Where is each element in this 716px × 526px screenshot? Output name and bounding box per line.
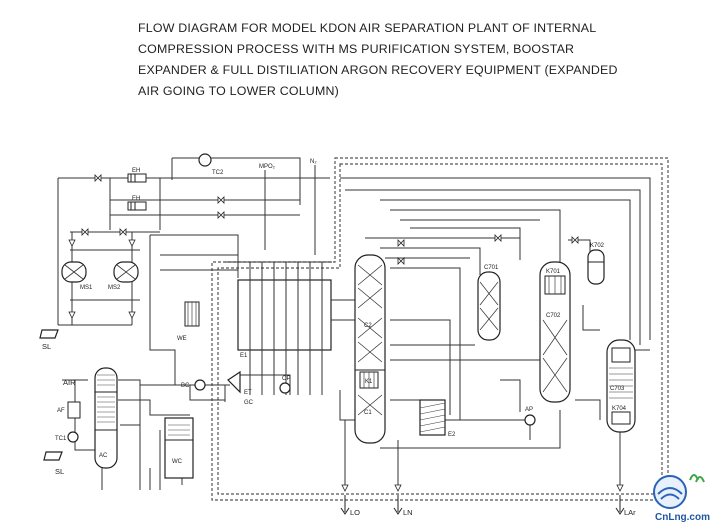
title-line-1: FLOW DIAGRAM FOR MODEL KDON AIR SEPARATI… (138, 21, 597, 35)
tc2-compressor (198, 153, 212, 167)
op-pump (279, 382, 291, 394)
bc-booster (194, 379, 206, 391)
label-sl-bottom: SL (55, 467, 64, 476)
sl-bottom-symbol (43, 451, 63, 461)
label-gc: GC (244, 400, 254, 406)
label-lo: LO (350, 508, 360, 517)
label-k1: K1 (365, 379, 373, 385)
wc-column (164, 417, 194, 479)
title-line-4: AIR GOING TO LOWER COLUMN) (138, 84, 339, 98)
label-eh2: EH (132, 196, 140, 202)
label-k702: K702 (590, 243, 605, 249)
sl-top-symbol (39, 329, 59, 339)
label-c701: C701 (484, 265, 499, 271)
label-we: WE (177, 336, 187, 342)
eh-heater-2 (127, 201, 147, 211)
top-pipework (57, 157, 332, 351)
label-e2: E2 (448, 432, 456, 438)
label-ln: LN (403, 508, 413, 517)
ms1-vessel (61, 261, 87, 283)
title-line-2: COMPRESSION PROCESS WITH MS PURIFICATION… (138, 42, 575, 56)
label-k704: K704 (612, 406, 627, 412)
label-sl-top: SL (42, 342, 51, 351)
label-c1: C1 (364, 410, 372, 416)
tc1-compressor (67, 431, 79, 443)
label-wc: WC (172, 459, 183, 465)
label-tc1: TC1 (55, 436, 67, 442)
e2-exchanger (419, 399, 446, 436)
ms2-vessel (113, 261, 139, 283)
cnlng-logo: CnLng.com (653, 474, 710, 523)
ap-pump (524, 414, 536, 426)
c702-column (539, 261, 571, 403)
main-heat-exchanger-e1 (237, 262, 332, 395)
label-ms2: MS2 (108, 285, 121, 291)
c703-column (606, 339, 636, 433)
label-air: AIR (63, 378, 76, 387)
label-c702: C702 (546, 313, 561, 319)
label-e1: E1 (240, 353, 248, 359)
logo-text: CnLng.com (655, 512, 710, 523)
label-ac: AC (99, 453, 108, 459)
c701-column (477, 271, 501, 341)
ac-column (94, 367, 118, 469)
label-op: OP (282, 376, 291, 382)
label-bc: BC (181, 383, 190, 389)
eh-heater-1 (127, 173, 147, 183)
label-lar: LAr (624, 508, 636, 517)
title-line-3: EXPANDER & FULL DISTILIATION ARGON RECOV… (138, 63, 618, 77)
column-pipework (331, 177, 651, 490)
label-eh1: EH (132, 168, 140, 174)
k702-vessel (587, 249, 605, 285)
cold-box-boundary (211, 157, 669, 501)
label-c703: C703 (610, 386, 625, 392)
label-af: AF (57, 408, 65, 414)
valves (68, 174, 624, 492)
diagram-title: FLOW DIAGRAM FOR MODEL KDON AIR SEPARATI… (138, 18, 708, 102)
product-arrows (340, 495, 625, 515)
label-et: ET (244, 390, 252, 396)
main-column (354, 254, 386, 444)
label-k701: K701 (546, 269, 561, 275)
label-mpo2: MPO₂ (259, 164, 276, 170)
label-ms1: MS1 (80, 285, 93, 291)
we-exchanger (184, 301, 200, 327)
label-c2: C2 (364, 323, 372, 329)
label-n2: N₂ (310, 159, 317, 165)
label-ap: AP (525, 407, 533, 413)
et-expander (227, 370, 241, 394)
label-tc2: TC2 (212, 170, 224, 176)
af-filter (67, 401, 81, 419)
